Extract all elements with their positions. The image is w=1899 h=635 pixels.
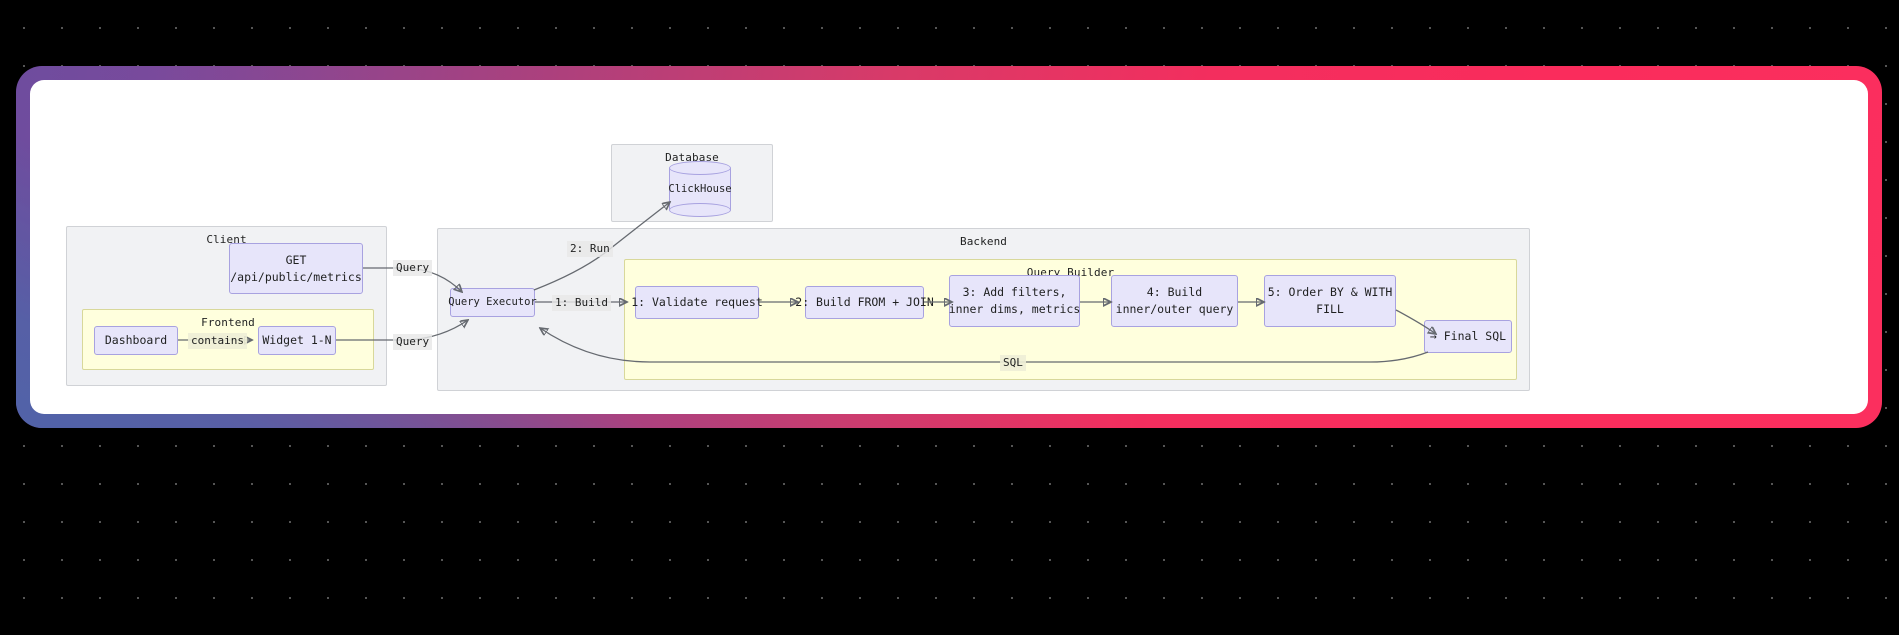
edge-label-sql: SQL [1000,355,1026,371]
node-widget[interactable]: Widget 1-N [258,326,336,355]
diagram-canvas: Client Frontend Database Backend Query B… [30,80,1868,414]
node-step4-line1: 4: Build [1146,285,1203,299]
cluster-backend-title: Backend [959,235,1008,248]
node-query-executor-label: Query Executor [448,296,537,308]
cylinder-top [669,161,731,175]
edge-label-query-bottom: Query [393,334,433,350]
cluster-client-title: Client [206,233,247,246]
edge-label-contains: contains [188,333,247,349]
node-step5[interactable]: 5: Order BY & WITH FILL [1264,275,1396,327]
node-api-endpoint-path: /api/public/metrics [230,269,362,284]
node-step3[interactable]: 3: Add filters, inner dims, metrics [949,275,1080,327]
node-api-endpoint[interactable]: GET /api/public/metrics [229,243,363,294]
node-dashboard-label: Dashboard [104,333,168,347]
node-step2[interactable]: 2: Build FROM + JOIN [795,286,934,319]
node-step5-line1: 5: Order BY & WITH [1267,285,1393,299]
node-step3-line2: inner dims, metrics [948,302,1081,316]
node-step3-line1: 3: Add filters, [962,285,1067,299]
node-query-executor[interactable]: Query Executor [448,288,537,317]
node-step4[interactable]: 4: Build inner/outer query [1111,275,1238,327]
node-clickhouse-label: ClickHouse [668,183,732,195]
node-clickhouse[interactable]: ClickHouse [668,161,732,217]
node-step2-label: 2: Build FROM + JOIN [795,295,934,309]
node-step1-label: 1: Validate request [631,295,763,309]
edge-label-build: 1: Build [552,295,611,311]
node-step5-line2: FILL [1316,302,1344,316]
edge-label-run: 2: Run [567,241,613,257]
gradient-frame: Client Frontend Database Backend Query B… [16,66,1882,428]
node-step4-line2: inner/outer query [1115,302,1234,316]
edge-label-query-top: Query [393,260,433,276]
node-step1[interactable]: 1: Validate request [631,286,763,319]
node-widget-label: Widget 1-N [262,333,332,347]
node-api-endpoint-method: GET [285,252,307,267]
cluster-frontend-title: Frontend [201,316,255,329]
node-final-sql[interactable]: → Final SQL [1424,320,1512,353]
node-final-sql-label: → Final SQL [1429,329,1507,343]
node-dashboard[interactable]: Dashboard [94,326,178,355]
